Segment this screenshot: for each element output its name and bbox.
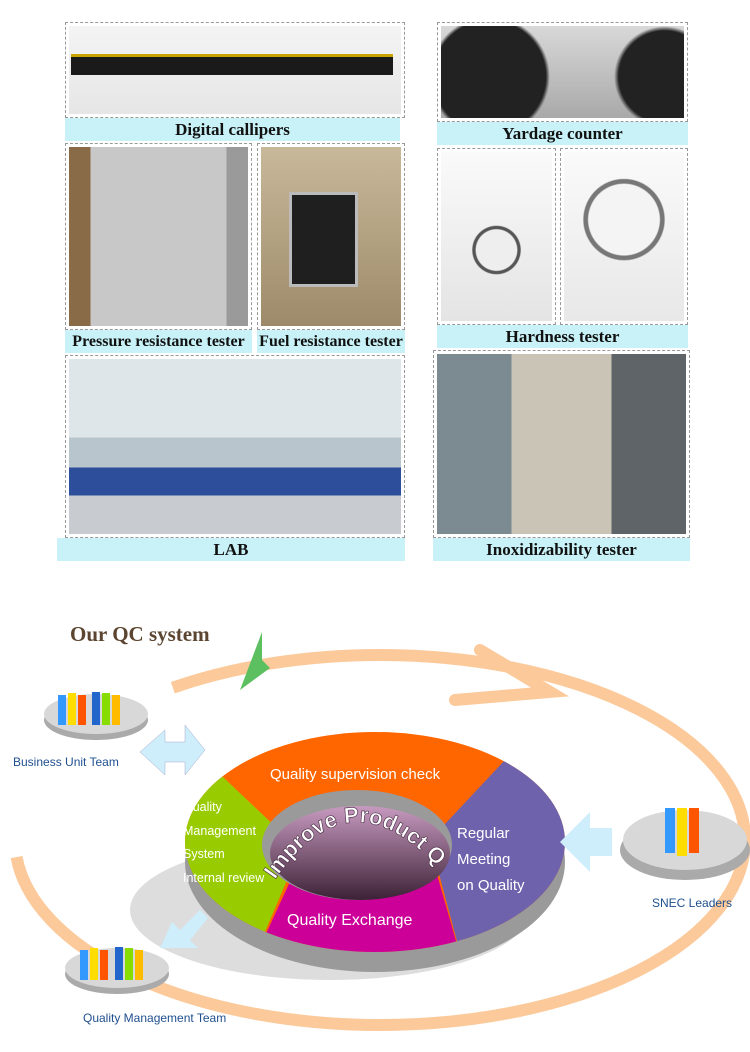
hardness-tester-photo-1 xyxy=(437,148,556,325)
lab-label: LAB xyxy=(57,538,405,561)
segment-top-label: Quality supervision check xyxy=(270,766,441,783)
inoxidizability-tester-label: Inoxidizability tester xyxy=(433,538,690,561)
hardness-tester-label: Hardness tester xyxy=(437,325,688,348)
yardage-counter-label: Yardage counter xyxy=(437,122,688,145)
right-line-3: on Quality xyxy=(457,877,525,894)
left-line-2: Management xyxy=(183,823,256,838)
qc-title: Our QC system xyxy=(70,622,210,646)
leaders-label: SNEC Leaders xyxy=(652,896,733,910)
left-line-4: Internal review xyxy=(183,870,265,885)
right-line-1: Regular xyxy=(457,825,510,842)
business-team-label: Business Unit Team xyxy=(13,755,119,769)
green-arrow-icon xyxy=(240,632,270,690)
qm-arrow-icon xyxy=(160,910,208,948)
lab-photo xyxy=(65,355,405,538)
ring-arrowhead xyxy=(449,644,570,706)
fuel-tester-photo xyxy=(257,143,405,330)
qm-team-icon xyxy=(65,947,169,994)
digital-callipers-photo xyxy=(65,22,405,118)
business-double-arrow-icon xyxy=(139,724,206,776)
pressure-tester-photo xyxy=(65,143,252,330)
left-line-1: Quality xyxy=(183,800,222,814)
right-line-2: Meeting xyxy=(457,851,511,868)
leaders-arrow-icon xyxy=(560,812,612,872)
pressure-tester-label: Pressure resistance tester xyxy=(65,330,252,353)
inner-hole xyxy=(270,806,450,900)
hardness-tester-photo-2 xyxy=(560,148,688,325)
business-team-icon xyxy=(44,692,148,740)
fuel-tester-label: Fuel resistance tester xyxy=(257,330,405,353)
qm-team-label: Quality Management Team xyxy=(83,1011,227,1025)
digital-callipers-label: Digital callipers xyxy=(65,118,400,141)
segment-bottom-label: Quality Exchange xyxy=(287,912,413,929)
leaders-team-icon xyxy=(620,808,750,880)
left-line-3: System xyxy=(183,847,225,861)
inoxidizability-tester-photo xyxy=(433,350,690,538)
yardage-counter-photo xyxy=(437,22,688,122)
segment-left-label: Quality Management System Internal revie… xyxy=(183,796,264,890)
segment-right-label: Regular Meeting on Quality xyxy=(457,821,525,899)
